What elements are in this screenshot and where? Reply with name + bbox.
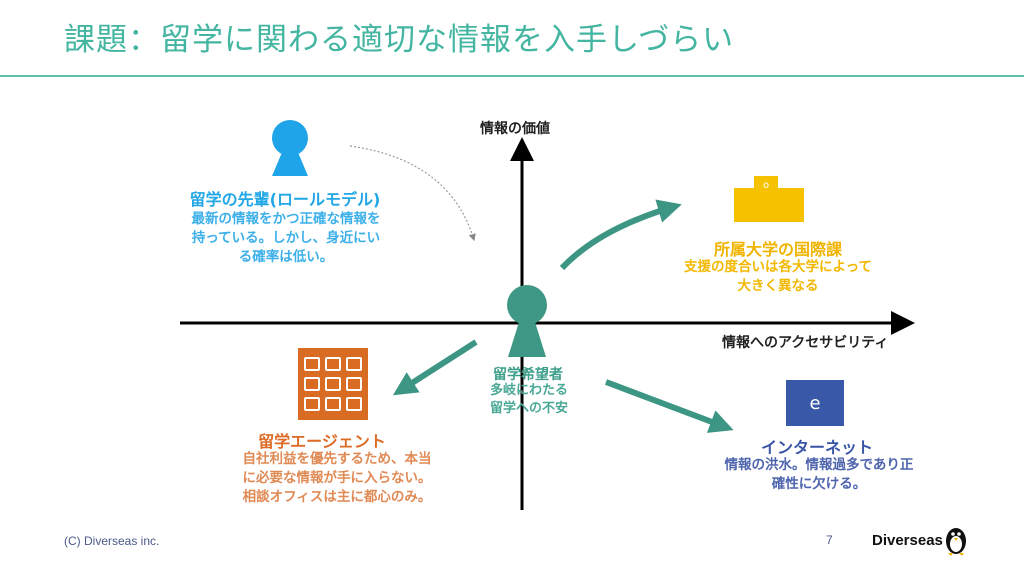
internet-desc-line: 確性に欠ける。 [771,476,867,492]
university-title: 所属大学の国際課 [713,240,842,259]
y-axis-label: 情報の価値 [480,121,550,137]
pioneer-title: 留学の先輩(ロールモデル) [189,190,381,209]
agent-description: 自社利益を優先するため、本当 に必要な情報が手に入らない。 相談オフィスは主に都… [212,450,462,507]
university-description: 支援の度合いは各大学によって 大きく異なる [656,258,900,296]
student-desc-line: 留学への不安 [489,401,568,416]
pioneer-desc-line: 持っている。しかし、身近にい [191,230,381,246]
brand-name: Diverseas [872,532,943,549]
agent-desc-line: に必要な情報が手に入らない。 [242,470,432,486]
agent-desc-line: 相談オフィスは主に都心のみ。 [242,489,432,505]
internet-desc-line: 情報の洪水。情報過多であり正 [724,457,914,473]
agent-building-icon [298,348,368,420]
arrow-to-university [559,199,682,271]
university-desc-line: 大きく異なる [737,278,819,294]
agent-desc-line: 自社利益を優先するため、本当 [242,451,432,467]
page-title: 課題：留学に関わる適切な情報を入手しづらい [64,22,735,58]
internet-title: インターネット [760,438,873,457]
university-icon-mark: o [763,180,769,191]
arrow-to-internet [604,379,734,433]
agent-title: 留学エージェント [258,432,386,451]
arrow-to-agent [392,339,478,396]
student-description: 多岐にわたる 留学への不安 [474,382,584,418]
student-desc-line: 多岐にわたる [489,383,568,398]
university-desc-line: 支援の度合いは各大学によって [684,259,872,275]
pioneer-desc-line: る確率は低い。 [238,249,334,265]
university-building-icon [734,176,804,222]
title-divider [0,75,1024,77]
student-person-icon [507,285,547,357]
copyright-text: (C) Diverseas inc. [64,534,160,548]
internet-description: 情報の洪水。情報過多であり正 確性に欠ける。 [692,456,946,494]
pioneer-description: 最新の情報をかつ正確な情報を 持っている。しかし、身近にい る確率は低い。 [166,210,406,267]
pioneer-desc-line: 最新の情報をかつ正確な情報を [191,211,381,227]
student-title: 留学希望者 [493,367,563,383]
penguin-logo-icon [946,528,966,556]
x-axis-label: 情報へのアクセサビリティ [722,335,889,351]
pioneer-person-icon [272,120,308,176]
page-number: 7 [826,533,833,547]
internet-browser-icon: e [786,380,844,426]
